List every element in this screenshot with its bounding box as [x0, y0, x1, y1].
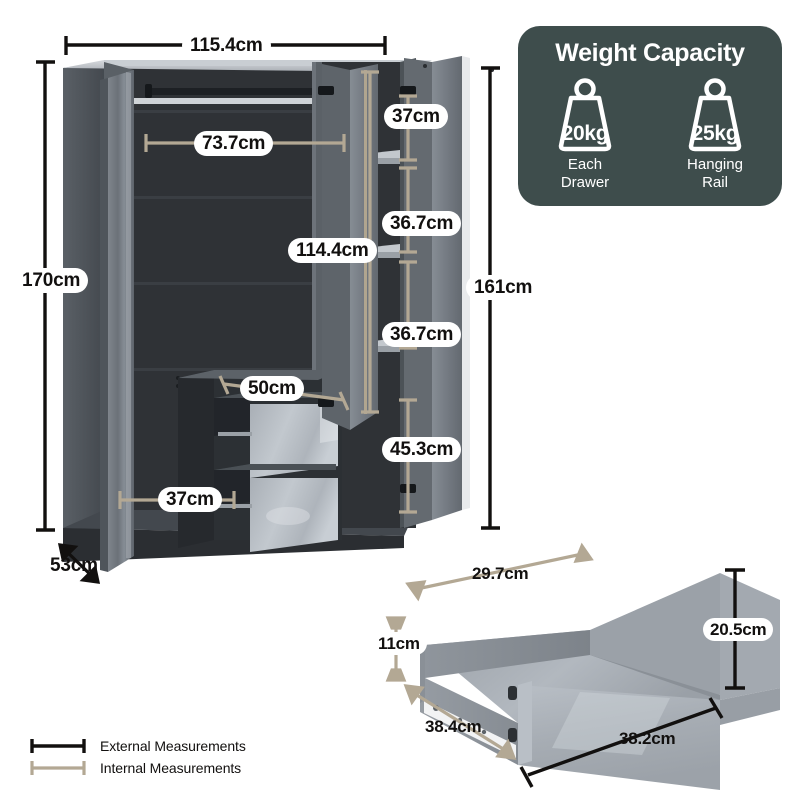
weight-caption-rail-line1: Hanging — [687, 156, 743, 173]
label-drawer-inner-depth: 38.4cm — [425, 717, 482, 736]
wardrobe-left-door — [100, 62, 134, 572]
drawer-dimension-lines — [385, 542, 745, 788]
weight-icon — [558, 78, 612, 152]
label-shelf-36-7-a: 36.7cm — [382, 211, 462, 236]
legend-row-internal: Internal Measurements — [28, 757, 246, 779]
label-drawer-inner-height: 11cm — [371, 632, 427, 655]
legend-internal-line-icon — [30, 761, 86, 775]
legend-internal-label: Internal Measurements — [100, 760, 242, 776]
weight-value-rail: 25kg — [691, 122, 739, 145]
label-shelf-36-7-b: 36.7cm — [382, 322, 462, 347]
legend-external-line-icon — [30, 739, 86, 753]
weight-caption-rail-line2: Rail — [702, 174, 728, 192]
weight-caption-drawer-line2: Drawer — [560, 174, 610, 192]
wardrobe-internal-dimension-lines — [118, 70, 417, 514]
label-shelf-37: 37cm — [384, 104, 448, 129]
weight-capacity-item-rail: 25kg Hanging Rail — [665, 76, 765, 193]
weight-capacity-title: Weight Capacity — [555, 39, 745, 67]
weight-capacity-item-drawer: 20kg Each Drawer — [535, 76, 635, 193]
label-drawer-inner-width: 29.7cm — [472, 564, 529, 583]
weight-capacity-card: Weight Capacity 20kg Each Drawer — [518, 26, 782, 206]
wardrobe-middle-divider — [312, 62, 322, 528]
label-rail-73: 73.7cm — [194, 131, 274, 156]
label-bottom-45-3: 45.3cm — [382, 437, 462, 462]
legend-row-external: External Measurements — [28, 735, 246, 757]
dim-line-depth — [57, 543, 101, 584]
label-hanging-114: 114.4cm — [288, 238, 377, 263]
weight-value-drawer: 20kg — [561, 122, 609, 145]
legend: External Measurements Internal Measureme… — [28, 735, 246, 779]
label-drawer-outer-width: 38.2cm — [619, 729, 676, 748]
label-depth-53: 53cm — [50, 555, 98, 576]
label-height-170: 170cm — [14, 268, 89, 293]
weight-caption-drawer-line1: Each — [567, 156, 603, 173]
label-internal-161: 161cm — [466, 275, 541, 300]
wardrobe-right-door — [400, 56, 494, 528]
legend-external-label: External Measurements — [100, 738, 246, 754]
weight-icon — [688, 78, 742, 152]
label-width-115: 115.4cm — [182, 33, 271, 58]
label-drawer-50: 50cm — [240, 376, 304, 401]
label-left-37: 37cm — [158, 487, 222, 512]
label-drawer-outer-height: 20.5cm — [703, 618, 774, 641]
